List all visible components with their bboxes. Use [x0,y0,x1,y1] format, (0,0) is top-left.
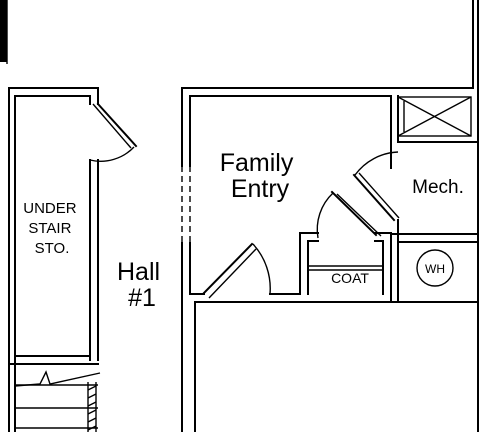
under-stair-door[interactable] [89,102,138,162]
family-entry-label: Family Entry [220,149,301,203]
mech-room-door[interactable] [352,151,400,222]
wall-segment-top-left [0,0,7,62]
mech-room-walls [390,141,479,303]
coat-closet-door[interactable] [316,190,382,239]
water-heater-label: WH [425,262,445,276]
under-stair-label: UNDER STAIR STO. [23,200,81,257]
coat-label: COAT [331,270,369,286]
family-entry-walls [181,87,479,432]
dashed-opening [181,166,191,243]
upper-room-walls [181,0,479,432]
utility-box [397,96,472,137]
hall-label: Hall #1 [117,258,167,312]
water-heater-icon [416,249,454,287]
stairs [14,370,101,432]
coat-closet-walls [299,232,392,303]
mech-label: Mech. [412,177,464,198]
under-stair-walls [8,87,99,432]
entry-door[interactable] [202,242,271,303]
